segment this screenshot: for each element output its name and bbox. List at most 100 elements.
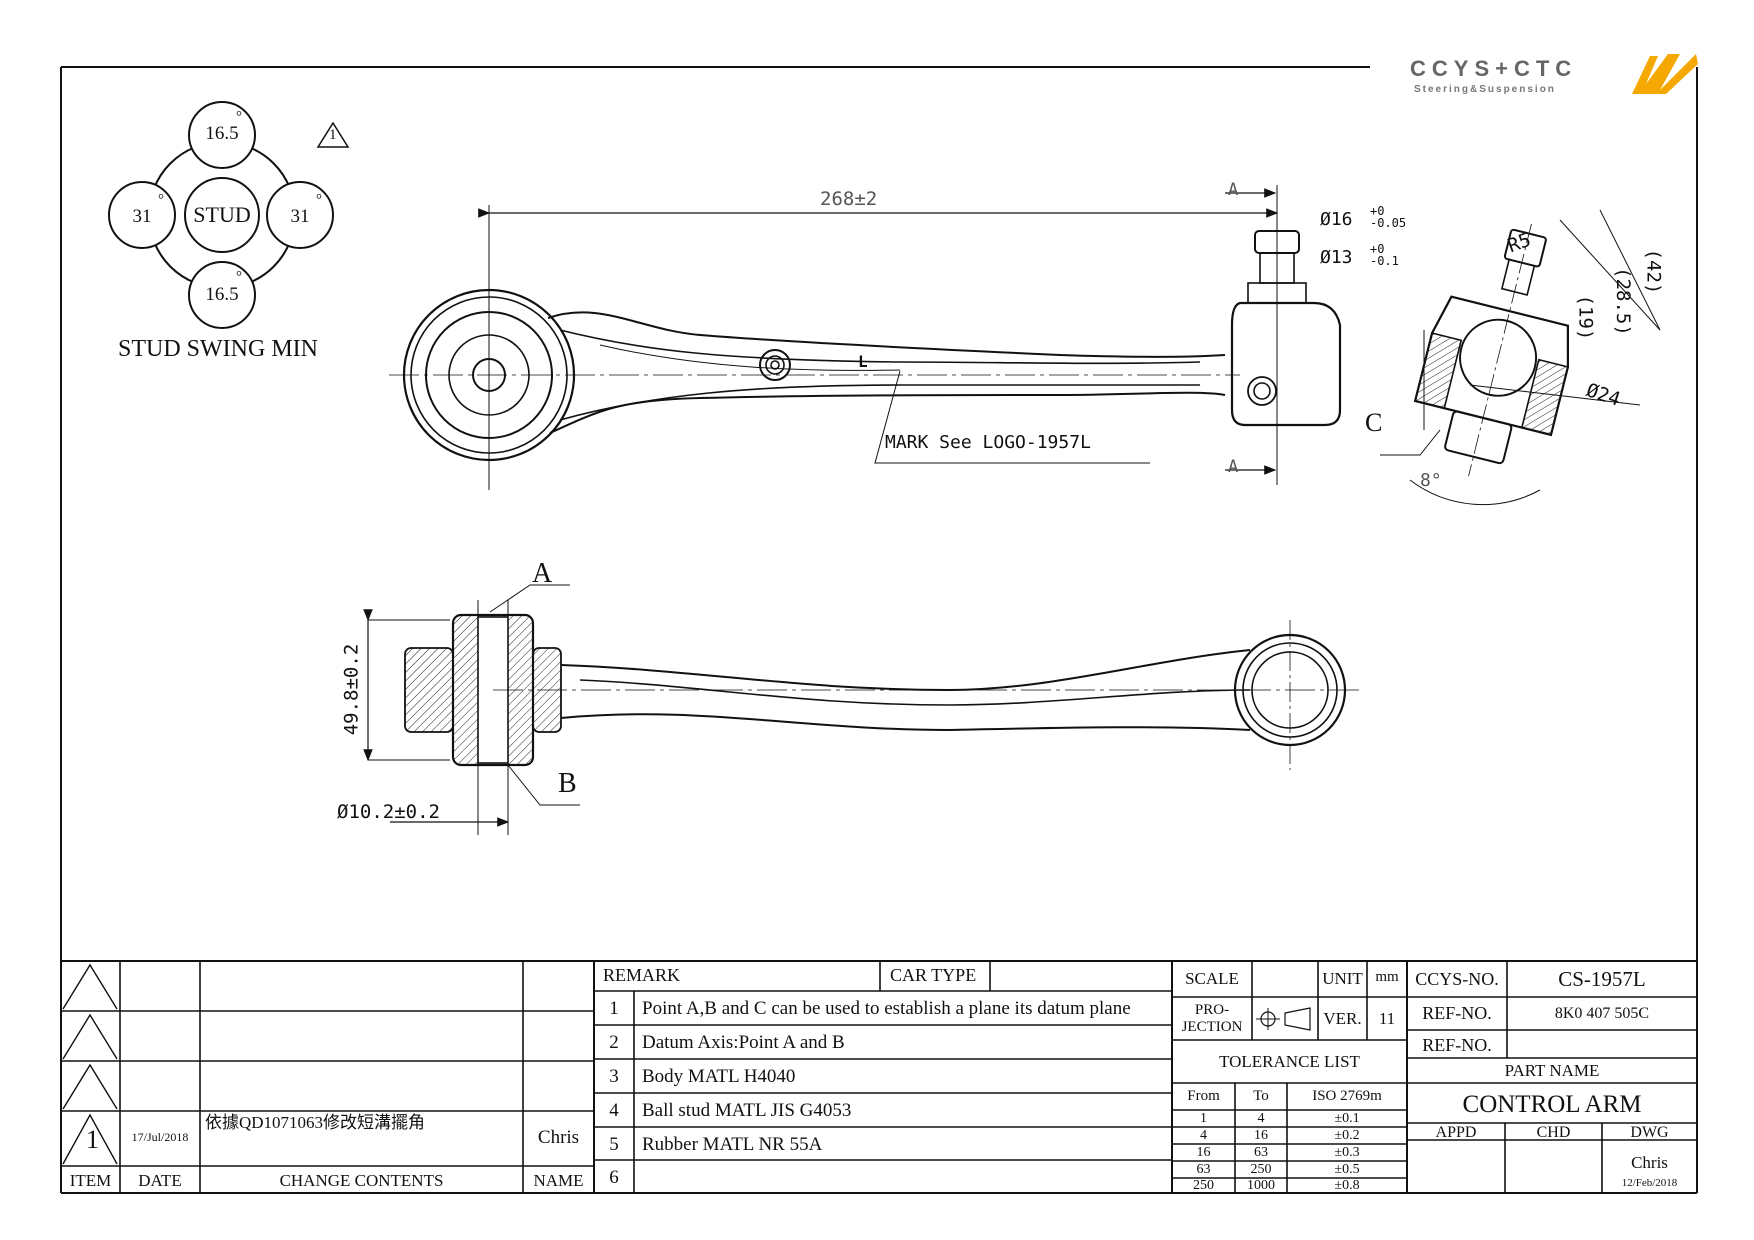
remark-no-3: 3	[609, 1066, 619, 1087]
part-name-label: PART NAME	[1504, 1061, 1600, 1080]
ccys-no-value: CS-1957L	[1558, 967, 1646, 991]
swing-center-label: STUD	[193, 202, 251, 227]
arm-top-view	[389, 185, 1342, 490]
dim-d16-tol-lower: -0.05	[1370, 216, 1407, 230]
dim-d13-tol-upper: +0	[1370, 242, 1385, 256]
title-block-grid	[61, 960, 1697, 1193]
ver-label: VER.	[1323, 1009, 1362, 1028]
revision-item-number: 1	[86, 1125, 99, 1154]
dim-d16-tol-upper: +0	[1370, 204, 1385, 218]
ref-no-label-1: REF-NO.	[1422, 1003, 1492, 1023]
stud-swing-diagram	[108, 101, 350, 329]
swing-top-value: 16.5	[205, 123, 239, 144]
dim-bore: Ø10.2±0.2	[337, 801, 440, 823]
dim-42: (42)	[1642, 248, 1665, 295]
arm-mark-label: L	[858, 352, 868, 371]
dim-height: 49.8±0.2	[340, 643, 363, 736]
unit-value: mm	[1375, 969, 1399, 985]
header-date: DATE	[138, 1171, 182, 1190]
appd-label: APPD	[1435, 1124, 1477, 1141]
tol-from-3: 16	[1196, 1145, 1211, 1160]
point-b-label: B	[558, 768, 577, 799]
unit-label: UNIT	[1322, 969, 1363, 988]
dim-28-5: (28.5)	[1611, 267, 1634, 336]
logo-brand: CCYS+CTC	[1410, 56, 1578, 81]
tol-to-2: 16	[1254, 1128, 1268, 1143]
remark-text-4: Ball stud MATL JIS G4053	[642, 1100, 852, 1121]
tol-value-4: ±0.5	[1334, 1162, 1360, 1177]
dim-19: (19)	[1574, 294, 1597, 341]
remark-no-1: 1	[609, 998, 619, 1019]
tol-to-5: 1000	[1247, 1178, 1275, 1193]
tol-from-1: 1	[1200, 1111, 1207, 1126]
remark-no-2: 2	[609, 1032, 619, 1053]
drawn-by: Chris	[1631, 1153, 1668, 1172]
revision-mark-number: 1	[329, 127, 337, 143]
swing-right-degree: °	[316, 192, 322, 208]
point-a-label: A	[532, 558, 553, 589]
remark-text-1: Point A,B and C can be used to establish…	[642, 998, 1131, 1019]
car-type-label: CAR TYPE	[890, 965, 977, 985]
ccys-no-label: CCYS-NO.	[1415, 969, 1499, 989]
dim-d13: Ø13	[1320, 247, 1353, 268]
tolerance-title: TOLERANCE LIST	[1219, 1052, 1360, 1071]
sheet-border	[60, 66, 1698, 1194]
ver-value: 11	[1378, 1009, 1396, 1028]
tol-to-3: 63	[1254, 1145, 1268, 1160]
remark-no-6: 6	[609, 1167, 619, 1188]
section-a-top-label: A	[1228, 180, 1239, 200]
tol-from-5: 250	[1193, 1178, 1214, 1193]
revision-change: 依據QD1071063修改短溝擺角	[205, 1113, 426, 1132]
dim-d16: Ø16	[1320, 209, 1353, 230]
tol-header-from: From	[1187, 1088, 1220, 1104]
remark-text-5: Rubber MATL NR 55A	[642, 1134, 823, 1155]
dim-d13-tol-lower: -0.1	[1370, 254, 1399, 268]
part-name: CONTROL ARM	[1462, 1091, 1642, 1118]
ref-no-value-1: 8K0 407 505C	[1554, 1005, 1650, 1022]
revision-date: 17/Jul/2018	[131, 1130, 189, 1144]
company-logo: CCYS+CTC Steering&Suspension	[1410, 50, 1700, 100]
remark-header: REMARK	[603, 965, 681, 985]
header-change-contents: CHANGE CONTENTS	[279, 1171, 444, 1190]
dim-angle: 8°	[1420, 470, 1442, 491]
section-a-a	[1380, 209, 1661, 506]
swing-left-value: 31	[132, 206, 152, 227]
remark-no-4: 4	[609, 1100, 619, 1121]
projection-label-1: PRO-	[1194, 1002, 1230, 1018]
remark-no-5: 5	[609, 1134, 619, 1155]
tol-value-2: ±0.2	[1334, 1128, 1360, 1143]
dim-length: 268±2	[820, 188, 878, 210]
drawn-date: 12/Feb/2018	[1621, 1177, 1678, 1189]
tol-value-5: ±0.8	[1334, 1178, 1360, 1193]
ref-no-label-2: REF-NO.	[1422, 1035, 1492, 1055]
remark-text-2: Datum Axis:Point A and B	[642, 1032, 845, 1053]
tol-value-3: ±0.3	[1334, 1145, 1360, 1160]
projection-label-2: JECTION	[1181, 1019, 1243, 1035]
tol-from-4: 63	[1196, 1162, 1211, 1177]
header-name: NAME	[533, 1171, 584, 1190]
arm-side-view	[363, 584, 1360, 835]
tol-value-1: ±0.1	[1334, 1111, 1360, 1126]
tol-to-1: 4	[1257, 1111, 1265, 1126]
scale-label: SCALE	[1185, 969, 1239, 988]
logo-tagline: Steering&Suspension	[1414, 84, 1556, 95]
tol-header-iso: ISO 2769m	[1312, 1088, 1382, 1104]
swing-right-value: 31	[290, 206, 310, 227]
header-item: ITEM	[69, 1171, 112, 1190]
remark-text-3: Body MATL H4040	[642, 1066, 796, 1087]
swing-top-degree: °	[236, 109, 242, 125]
swing-title: STUD SWING MIN	[118, 336, 318, 362]
tol-to-4: 250	[1250, 1162, 1272, 1177]
dwg-label: DWG	[1630, 1124, 1669, 1141]
revision-name: Chris	[537, 1127, 580, 1148]
tol-from-2: 4	[1200, 1128, 1207, 1143]
point-c-label: C	[1365, 408, 1383, 437]
swing-bottom-degree: °	[236, 269, 242, 285]
section-a-bottom-label: A	[1228, 457, 1239, 477]
chd-label: CHD	[1536, 1124, 1571, 1141]
swing-bottom-value: 16.5	[205, 284, 239, 305]
swing-left-degree: °	[158, 192, 164, 208]
mark-note: MARK See LOGO-1957L	[885, 432, 1091, 453]
logo-swoosh-icon	[1632, 54, 1698, 94]
